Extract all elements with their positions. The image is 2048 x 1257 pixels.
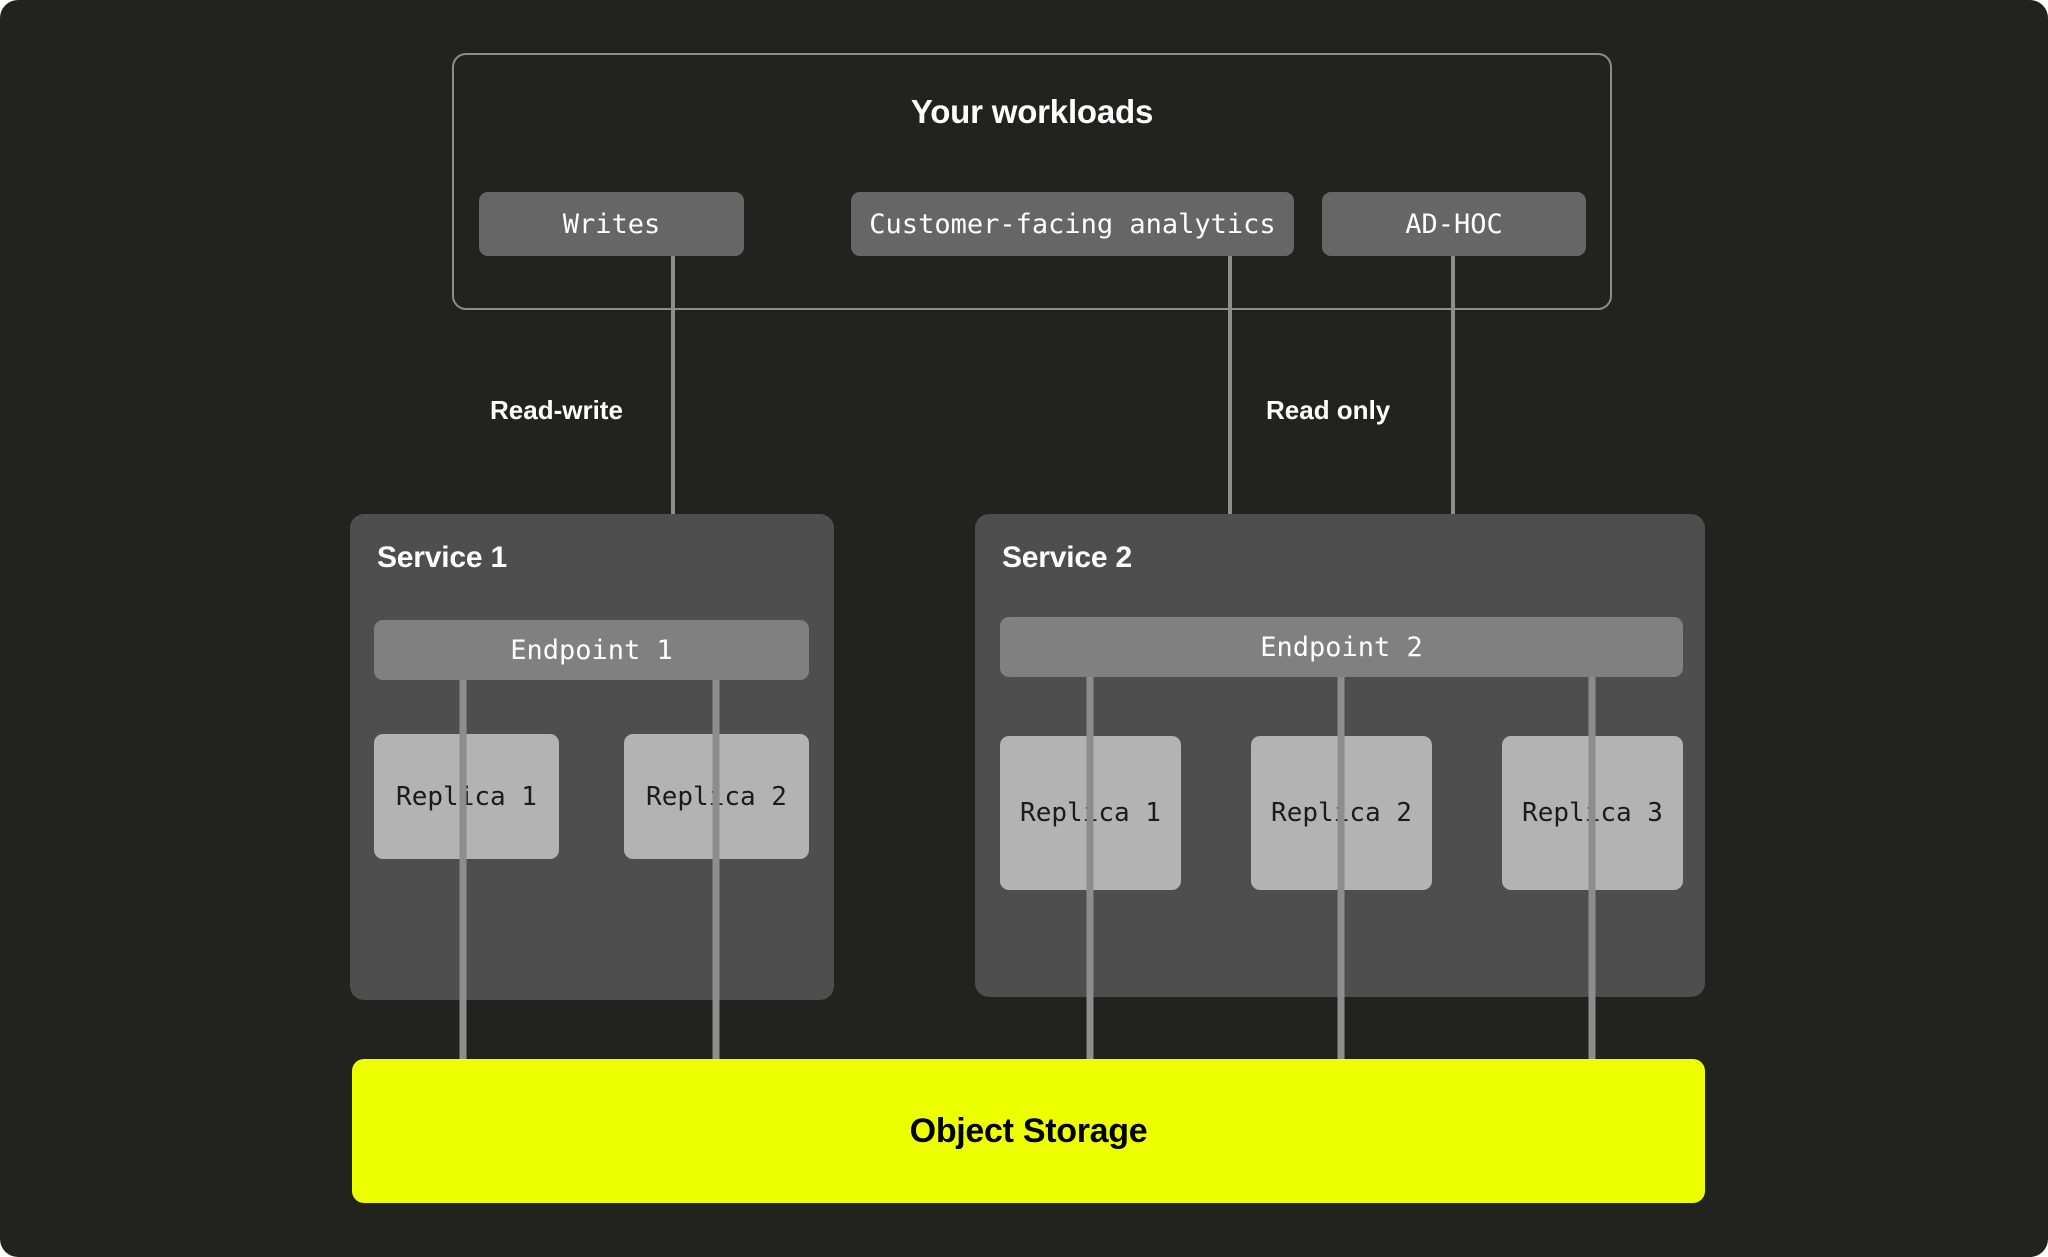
workloads-container: Your workloads — [452, 53, 1612, 310]
endpoint-2-label: Endpoint 2 — [1260, 631, 1423, 663]
service-1-title: Service 1 — [377, 541, 507, 574]
workload-pill-adhoc[interactable]: AD-HOC — [1322, 192, 1586, 256]
service-2-title: Service 2 — [1002, 541, 1132, 574]
workloads-title: Your workloads — [910, 93, 1154, 130]
object-storage-bar[interactable]: Object Storage — [352, 1059, 1705, 1203]
endpoint-1-label: Endpoint 1 — [510, 634, 673, 666]
flow-label-read-only: Read only — [1266, 395, 1391, 425]
workload-pill-analytics-label: Customer-facing analytics — [869, 208, 1276, 240]
workload-pill-writes-label: Writes — [562, 208, 661, 240]
flow-label-read-write: Read-write — [490, 395, 623, 425]
endpoint-1[interactable]: Endpoint 1 — [374, 620, 809, 680]
service-2-internal-wires — [1086, 672, 1596, 748]
endpoint-2[interactable]: Endpoint 2 — [1000, 617, 1683, 677]
workload-pill-analytics[interactable]: Customer-facing analytics — [851, 192, 1294, 256]
workload-pill-writes[interactable]: Writes — [479, 192, 744, 256]
workload-pill-adhoc-label: AD-HOC — [1405, 208, 1503, 240]
object-storage-label: Object Storage — [909, 1111, 1148, 1150]
